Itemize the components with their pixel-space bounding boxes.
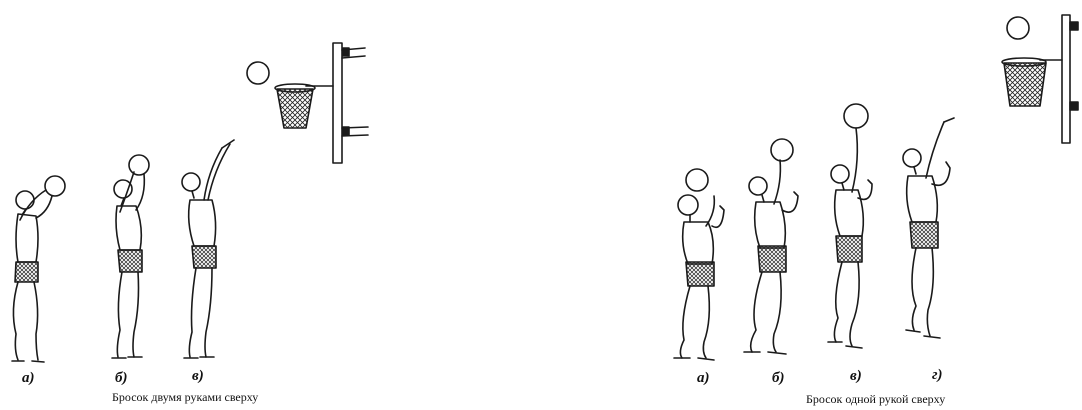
player-right-v bbox=[828, 104, 872, 348]
backboard-right bbox=[1040, 15, 1078, 143]
label-left-a: а) bbox=[22, 370, 35, 387]
label-right-b: б) bbox=[772, 370, 784, 387]
ball-flight-right bbox=[1007, 17, 1029, 39]
label-left-v: в) bbox=[192, 368, 204, 385]
label-right-v: в) bbox=[850, 368, 862, 385]
player-left-b bbox=[112, 155, 149, 358]
hoop-net-right bbox=[1002, 58, 1046, 106]
player-right-g bbox=[903, 118, 954, 338]
player-left-v bbox=[182, 140, 234, 358]
ball-flight-left bbox=[247, 62, 269, 84]
caption-right: Бросок одной рукой сверху bbox=[806, 392, 945, 407]
player-right-b bbox=[744, 139, 798, 354]
caption-left: Бросок двумя руками сверху bbox=[112, 390, 258, 405]
hoop-net-left bbox=[275, 84, 315, 128]
label-right-g: г) bbox=[932, 367, 943, 384]
player-right-a bbox=[674, 169, 724, 360]
label-right-a: а) bbox=[697, 370, 710, 387]
label-left-b: б) bbox=[115, 370, 127, 387]
backboard-left bbox=[306, 43, 368, 163]
player-left-a bbox=[12, 176, 65, 362]
